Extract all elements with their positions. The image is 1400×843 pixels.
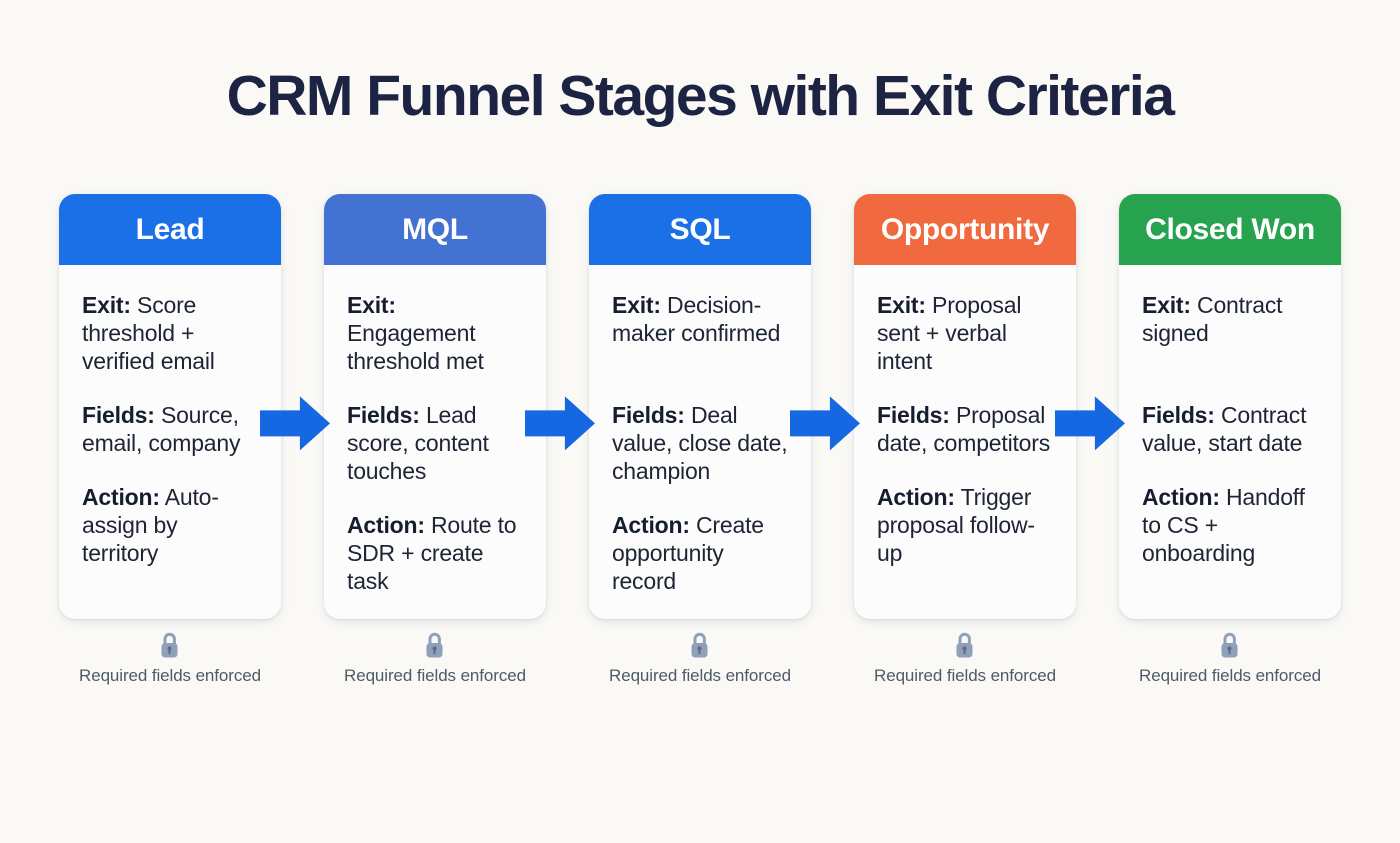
required-fields-note: Required fields enforced bbox=[79, 666, 261, 686]
required-fields-note: Required fields enforced bbox=[344, 666, 526, 686]
stage-body: Exit: Score threshold + verified email F… bbox=[59, 265, 281, 619]
lock-icon bbox=[691, 633, 708, 658]
stage-name: Opportunity bbox=[880, 212, 1050, 246]
stage-card: MQL Exit: Engagement threshold met Field… bbox=[324, 194, 546, 620]
stage-header: SQL bbox=[589, 194, 811, 266]
lock-icon bbox=[161, 633, 178, 658]
required-fields-note: Required fields enforced bbox=[874, 666, 1056, 686]
exit-criteria: Exit: Score threshold + verified email bbox=[82, 292, 215, 375]
stage-footer: Required fields enforced bbox=[609, 630, 791, 686]
stage-header: MQL bbox=[324, 194, 546, 266]
fields-info: Fields: Lead score, content touches bbox=[347, 402, 489, 485]
stage-footer: Required fields enforced bbox=[1139, 630, 1321, 686]
stage-column-opportunity: Opportunity Exit: Proposal sent + verbal… bbox=[854, 194, 1076, 686]
stage-header: Closed Won bbox=[1119, 194, 1341, 266]
required-fields-note: Required fields enforced bbox=[1139, 666, 1321, 686]
stage-footer: Required fields enforced bbox=[79, 630, 261, 686]
stage-body: Exit: Engagement threshold met Fields: L… bbox=[324, 265, 546, 619]
action-info: Action: Route to SDR + create task bbox=[347, 512, 517, 595]
stage-name: MQL bbox=[402, 212, 468, 246]
action-info: Action: Create opportunity record bbox=[612, 512, 764, 595]
action-info: Action: Trigger proposal follow-up bbox=[877, 484, 1035, 567]
stage-card: Opportunity Exit: Proposal sent + verbal… bbox=[854, 194, 1076, 620]
stage-column-mql: MQL Exit: Engagement threshold met Field… bbox=[324, 194, 546, 686]
stage-card: Closed Won Exit: Contract signed Fields:… bbox=[1119, 194, 1341, 620]
fields-info: Fields: Proposal date, competitors bbox=[877, 402, 1051, 457]
stage-column-lead: Lead Exit: Score threshold + verified em… bbox=[59, 194, 281, 686]
stage-body: Exit: Proposal sent + verbal intent Fiel… bbox=[854, 265, 1076, 619]
lock-icon bbox=[956, 633, 973, 658]
exit-criteria: Exit: Proposal sent + verbal intent bbox=[877, 292, 1022, 375]
funnel-stage-row: Lead Exit: Score threshold + verified em… bbox=[59, 194, 1341, 686]
stage-footer: Required fields enforced bbox=[344, 630, 526, 686]
stage-name: SQL bbox=[669, 212, 731, 246]
stage-column-closed-won: Closed Won Exit: Contract signed Fields:… bbox=[1119, 194, 1341, 686]
stage-header: Lead bbox=[59, 194, 281, 266]
page-title: CRM Funnel Stages with Exit Criteria bbox=[226, 64, 1175, 128]
exit-criteria: Exit: Engagement threshold met bbox=[347, 292, 484, 375]
stage-column-sql: SQL Exit: Decision-maker confirmed Field… bbox=[589, 194, 811, 686]
required-fields-note: Required fields enforced bbox=[609, 666, 791, 686]
action-info: Action: Handoff to CS + onboarding bbox=[1142, 484, 1305, 567]
exit-criteria: Exit: Contract signed bbox=[1142, 292, 1283, 347]
fields-info: Fields: Source, email, company bbox=[82, 402, 241, 457]
lock-icon bbox=[426, 633, 443, 658]
stage-body: Exit: Contract signed Fields: Contract v… bbox=[1119, 265, 1341, 619]
fields-info: Fields: Deal value, close date, champion bbox=[612, 402, 788, 485]
stage-card: SQL Exit: Decision-maker confirmed Field… bbox=[589, 194, 811, 620]
lock-icon bbox=[1221, 633, 1238, 658]
action-info: Action: Auto-assign by territory bbox=[82, 484, 219, 567]
stage-name: Lead bbox=[135, 212, 205, 246]
stage-name: Closed Won bbox=[1145, 212, 1315, 246]
stage-card: Lead Exit: Score threshold + verified em… bbox=[59, 194, 281, 620]
exit-criteria: Exit: Decision-maker confirmed bbox=[612, 292, 781, 347]
stage-body: Exit: Decision-maker confirmed Fields: D… bbox=[589, 265, 811, 619]
stage-header: Opportunity bbox=[854, 194, 1076, 266]
fields-info: Fields: Contract value, start date bbox=[1142, 402, 1307, 457]
stage-footer: Required fields enforced bbox=[874, 630, 1056, 686]
